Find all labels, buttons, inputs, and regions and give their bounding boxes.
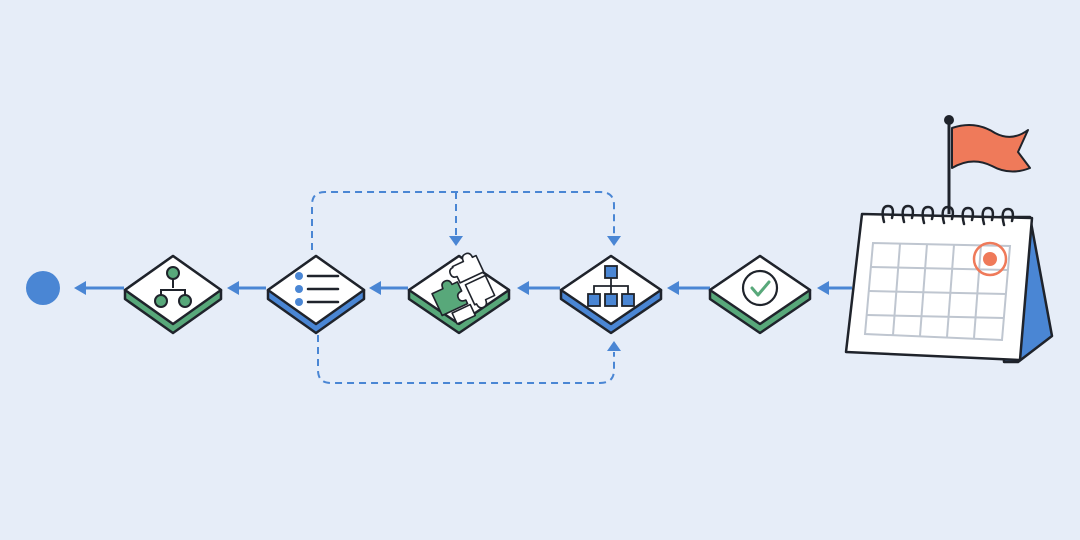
node-hierarchy — [559, 254, 663, 335]
end-dot — [26, 271, 60, 305]
puzzle-icon — [431, 252, 496, 325]
hierarchy-icon — [587, 265, 635, 307]
calendar-rings — [881, 204, 1015, 227]
checkmark-icon — [741, 269, 779, 307]
node-list — [266, 254, 366, 335]
node-tree — [123, 254, 223, 335]
feedback-loop-bottom — [317, 335, 615, 384]
feedback-loop-top — [311, 191, 615, 250]
calendar-icon — [844, 212, 1034, 362]
flow-arrowheads — [74, 281, 829, 295]
loop-arrowhead — [449, 236, 463, 246]
loop-arrowhead — [607, 341, 621, 351]
node-checkmark — [708, 254, 812, 335]
flag-icon — [944, 115, 1031, 214]
calendar-highlight — [972, 241, 1008, 277]
loop-arrowhead — [607, 236, 621, 246]
calendar-grid — [863, 241, 1012, 342]
calendar-start — [844, 115, 1054, 364]
tree-icon — [154, 266, 192, 308]
node-puzzle — [407, 252, 511, 335]
feedback-loop-top-arrows — [449, 236, 621, 246]
list-icon — [295, 272, 340, 306]
